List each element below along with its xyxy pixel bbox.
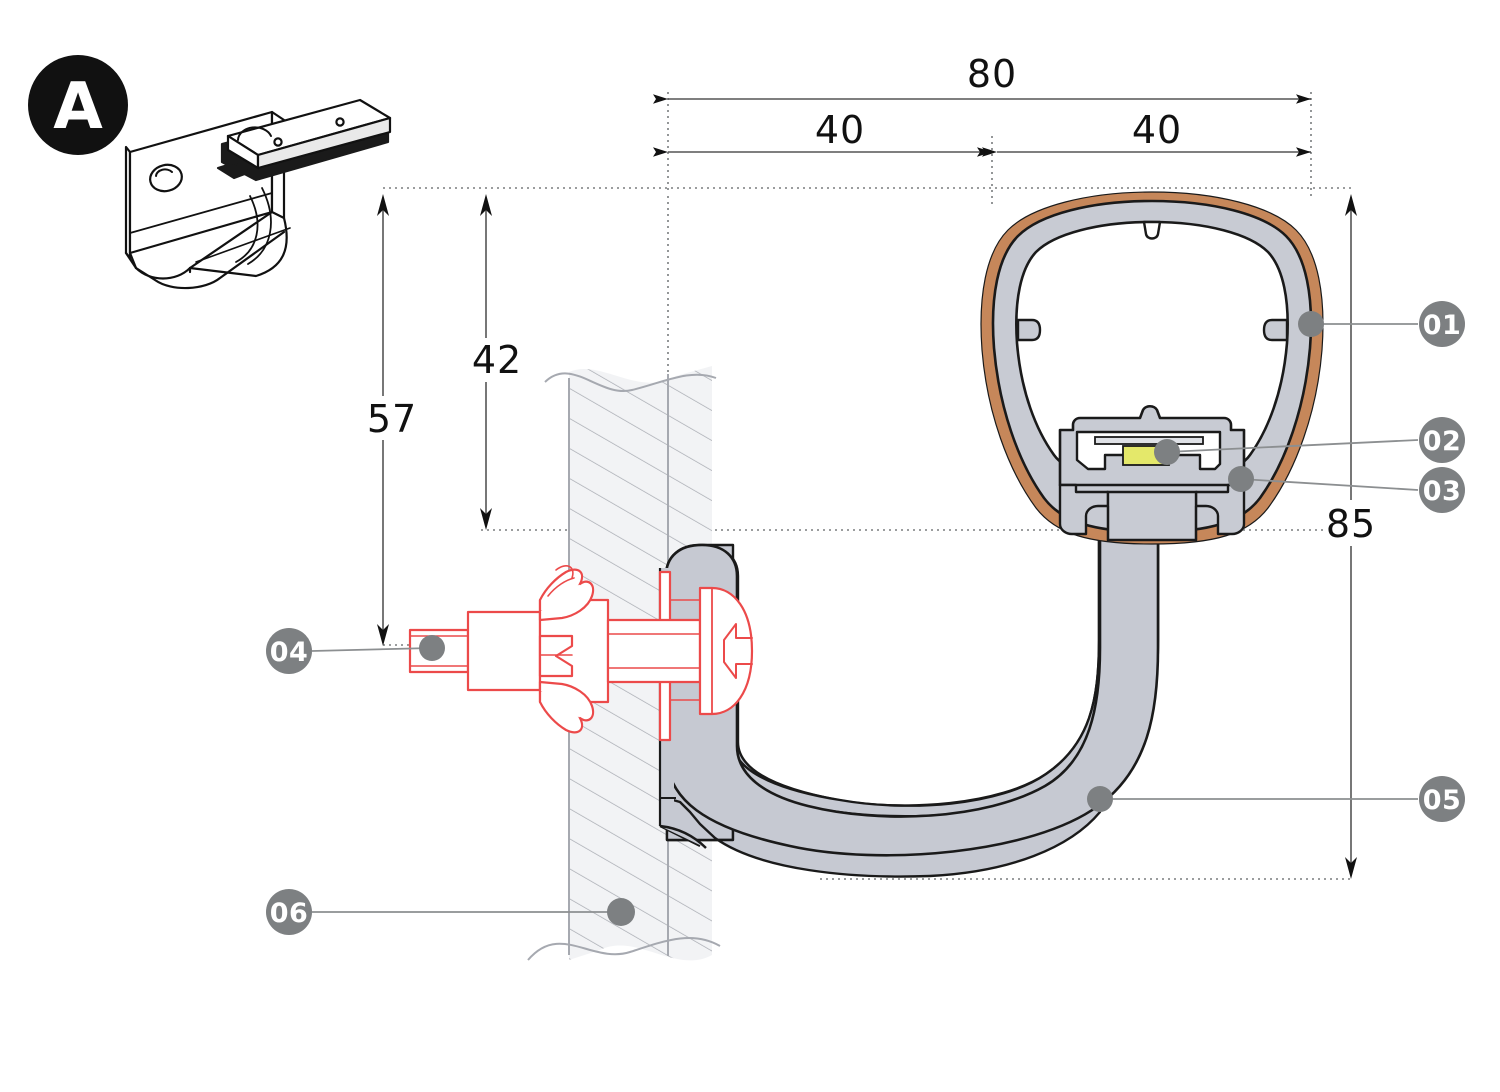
dimension-57: 57: [367, 194, 417, 646]
callout-01-label: 01: [1423, 310, 1462, 341]
dimension-42-label: 42: [472, 338, 522, 382]
callout-01-target-dot: [1298, 311, 1324, 337]
callout-05-badge[interactable]: [1419, 776, 1465, 822]
wall-anchor-fixing: [408, 565, 754, 742]
dimension-80-label: 80: [967, 52, 1017, 96]
bracket-arm: [658, 538, 1160, 878]
callout-05-target-dot: [1087, 786, 1113, 812]
callout-04[interactable]: 04: [266, 628, 445, 674]
dimension-57-label: 57: [367, 397, 417, 441]
callout-01-badge[interactable]: [1419, 301, 1465, 347]
callout-02-target-dot: [1154, 439, 1180, 465]
callout-03-badge[interactable]: [1419, 467, 1465, 513]
callout-04-badge[interactable]: [266, 628, 312, 674]
callout-06-target-dot: [607, 898, 635, 926]
callout-04-label: 04: [270, 637, 309, 668]
callout-03-target-dot: [1228, 466, 1254, 492]
handrail-profile: [980, 191, 1324, 545]
callout-05[interactable]: 05: [1087, 776, 1465, 822]
callout-03[interactable]: 03: [1228, 466, 1465, 513]
led-diffuser: [1094, 436, 1204, 445]
dimension-85: 85: [1326, 194, 1378, 879]
detail-badge-a: A: [28, 55, 128, 155]
detail-badge-label: A: [53, 70, 103, 144]
isometric-bracket-sketch: [124, 98, 392, 290]
callout-04-target-dot: [419, 635, 445, 661]
dimension-42: 42: [472, 194, 522, 530]
dimension-40-left: 40: [653, 108, 992, 157]
dimension-80: 80: [653, 52, 1311, 104]
callout-06[interactable]: 06: [266, 889, 635, 935]
callout-06-label: 06: [270, 898, 309, 929]
callout-02-label: 02: [1423, 426, 1462, 457]
callout-03-label: 03: [1423, 476, 1462, 507]
callout-02-badge[interactable]: [1419, 417, 1465, 463]
dimension-40-left-label: 40: [815, 108, 865, 152]
callout-01[interactable]: 01: [1298, 301, 1465, 347]
dimension-40-right-label: 40: [1132, 108, 1182, 152]
dimension-40-right: 40: [982, 108, 1311, 157]
callout-02[interactable]: 02: [1154, 417, 1465, 465]
callout-05-label: 05: [1423, 785, 1462, 816]
dimension-85-label: 85: [1326, 502, 1376, 546]
callout-06-badge[interactable]: [266, 889, 312, 935]
